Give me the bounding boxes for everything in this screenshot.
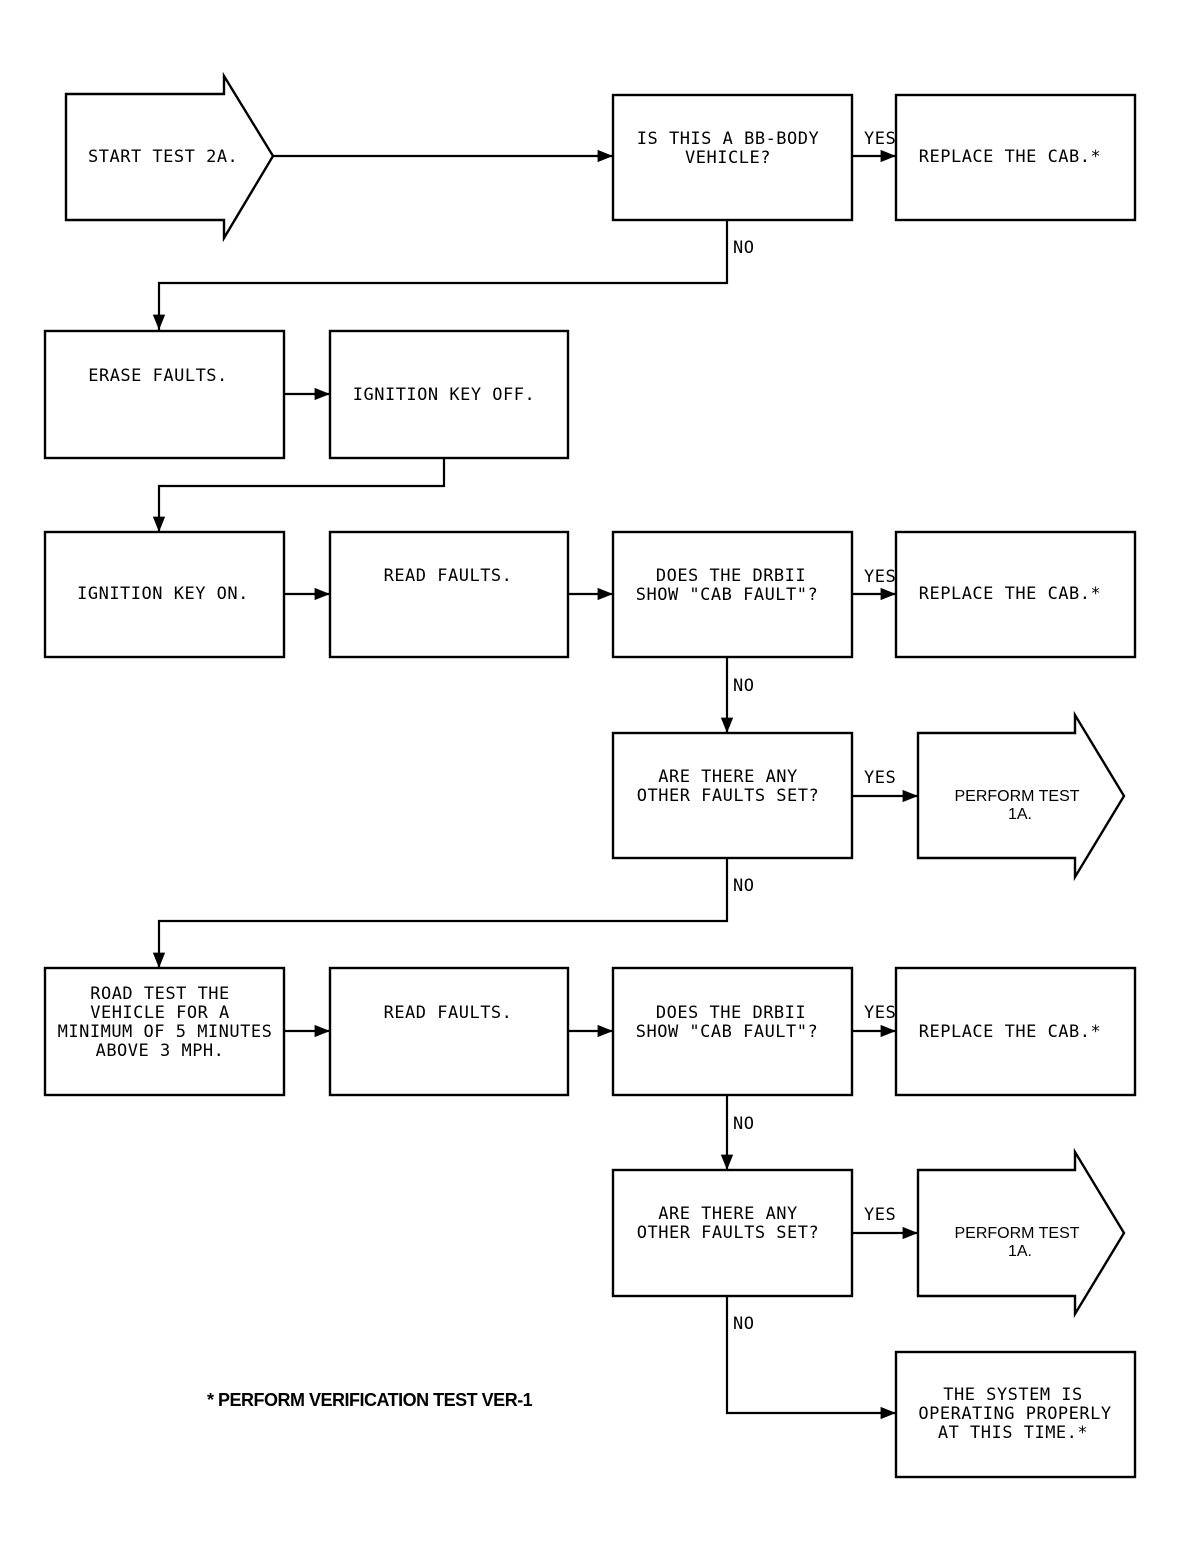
label-no: NO xyxy=(733,676,754,696)
decision-drbii-2: DOES THE DRBII SHOW "CAB FAULT"? xyxy=(611,966,854,1097)
action-erase-faults: ERASE FAULTS. xyxy=(43,329,286,460)
decision-text: OTHER FAULTS SET? xyxy=(637,1223,820,1243)
action-text: IGNITION KEY OFF. xyxy=(353,385,536,405)
decision-text: VEHICLE? xyxy=(685,148,771,168)
decision-text: DOES THE DRBII xyxy=(656,1003,806,1023)
action-text: THE SYSTEM IS xyxy=(943,1385,1083,1405)
footnote: * PERFORM VERIFICATION TEST VER-1 xyxy=(207,1390,533,1410)
edge-bb-body-no xyxy=(152,220,729,330)
action-read-faults-1: READ FAULTS. xyxy=(328,530,570,659)
terminal-perform-test-2: PERFORM TEST 1A. xyxy=(916,1147,1126,1319)
label-yes: YES xyxy=(864,1205,896,1225)
edge-other1-no xyxy=(152,858,729,968)
label-no: NO xyxy=(733,1114,754,1134)
action-text: ROAD TEST THE xyxy=(90,984,230,1004)
action-ignition-off: IGNITION KEY OFF. xyxy=(328,329,570,460)
action-text: REPLACE THE CAB.* xyxy=(919,147,1102,167)
action-ignition-on: IGNITION KEY ON. xyxy=(43,530,286,659)
action-text: READ FAULTS. xyxy=(384,566,513,586)
connectors xyxy=(152,149,918,1420)
label-yes: YES xyxy=(864,768,896,788)
label-no: NO xyxy=(733,1314,754,1334)
decision-other-faults-2: ARE THERE ANY OTHER FAULTS SET? xyxy=(611,1168,854,1298)
decision-text: ARE THERE ANY xyxy=(658,1204,798,1224)
decision-text: ARE THERE ANY xyxy=(658,767,798,787)
action-text: VEHICLE FOR A xyxy=(90,1003,230,1023)
action-replace-cab-1: REPLACE THE CAB.* xyxy=(894,93,1137,222)
edge-labels: YES NO YES NO YES NO YES NO YES NO xyxy=(733,129,896,1334)
action-text: REPLACE THE CAB.* xyxy=(919,1022,1102,1042)
action-text: AT THIS TIME.* xyxy=(938,1423,1088,1443)
terminal-perform-test-1: PERFORM TEST 1A. xyxy=(916,710,1126,882)
action-system-ok: THE SYSTEM IS OPERATING PROPERLY AT THIS… xyxy=(894,1350,1137,1479)
terminal-text: 1A. xyxy=(1008,1243,1032,1260)
action-text: ABOVE 3 MPH. xyxy=(96,1041,225,1061)
action-text: READ FAULTS. xyxy=(384,1003,513,1023)
terminal-text: PERFORM TEST xyxy=(954,1225,1079,1242)
action-text: MINIMUM OF 5 MINUTES xyxy=(58,1022,273,1042)
decision-text: SHOW "CAB FAULT"? xyxy=(636,585,819,605)
action-text: ERASE FAULTS. xyxy=(88,366,228,386)
edge-ignoff-to-ignon xyxy=(152,459,446,532)
label-yes: YES xyxy=(864,129,896,149)
decision-text: IS THIS A BB-BODY xyxy=(637,129,820,149)
start-text: START TEST 2A. xyxy=(88,147,238,167)
decision-drbii-1: DOES THE DRBII SHOW "CAB FAULT"? xyxy=(611,530,854,659)
action-road-test: ROAD TEST THE VEHICLE FOR A MINIMUM OF 5… xyxy=(43,966,286,1097)
edge-other2-no xyxy=(725,1296,896,1420)
action-text: IGNITION KEY ON. xyxy=(77,584,249,604)
label-no: NO xyxy=(733,876,754,896)
action-text: REPLACE THE CAB.* xyxy=(919,584,1102,604)
label-yes: YES xyxy=(864,1003,896,1023)
terminal-text: PERFORM TEST xyxy=(954,788,1079,805)
action-text: OPERATING PROPERLY xyxy=(918,1404,1111,1424)
decision-bb-body: IS THIS A BB-BODY VEHICLE? xyxy=(611,93,854,222)
decision-text: OTHER FAULTS SET? xyxy=(637,786,820,806)
label-yes: YES xyxy=(864,567,896,587)
decision-text: DOES THE DRBII xyxy=(656,566,806,586)
decision-other-faults-1: ARE THERE ANY OTHER FAULTS SET? xyxy=(611,731,854,860)
start-arrow: START TEST 2A. xyxy=(64,71,275,243)
action-replace-cab-2: REPLACE THE CAB.* xyxy=(894,530,1137,659)
action-replace-cab-3: REPLACE THE CAB.* xyxy=(894,966,1137,1097)
terminal-text: 1A. xyxy=(1008,806,1032,823)
label-no: NO xyxy=(733,238,754,258)
decision-text: SHOW "CAB FAULT"? xyxy=(636,1022,819,1042)
action-read-faults-2: READ FAULTS. xyxy=(328,966,570,1097)
